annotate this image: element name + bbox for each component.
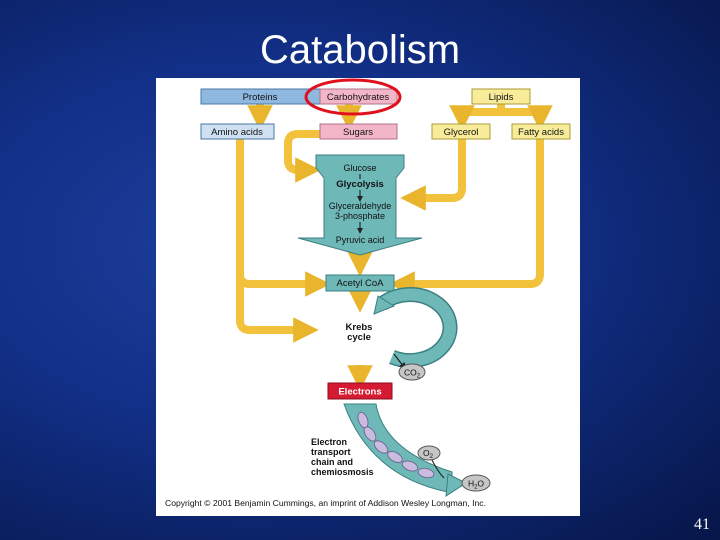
etc-label-line3: chain and	[311, 457, 353, 467]
o2-label: O	[423, 448, 430, 458]
arrow-fatty-to-acetyl	[389, 139, 544, 297]
lipids-label: Lipids	[489, 92, 514, 103]
pyruvic-acid-label: Pyruvic acid	[336, 235, 385, 245]
electron-transport-chain: Electron transport chain and chemiosmosi…	[311, 403, 468, 497]
arrow-amino-trunk	[236, 139, 319, 343]
vesicle	[417, 467, 435, 479]
fatty-acids-label: Fatty acids	[518, 127, 564, 138]
acetyl-coa-box: Acetyl CoA	[325, 274, 395, 292]
h2o-label: H	[468, 479, 474, 489]
page-number: 41	[694, 516, 710, 533]
proteins-box: Proteins	[200, 88, 321, 105]
arrow-sugars-to-glucose	[284, 130, 335, 183]
sugars-label: Sugars	[343, 127, 373, 138]
krebs-label-line1: Krebs	[346, 322, 373, 333]
arrow-amino-to-acetyl	[236, 271, 331, 297]
glycolysis-label: Glycolysis	[336, 179, 384, 190]
vesicle	[387, 451, 403, 463]
krebs-cycle: Krebs cycle	[346, 287, 458, 370]
co2-subscript: 2	[417, 374, 421, 380]
glycolysis-block: Glucose Glycolysis Glyceraldehyde 3-phos…	[297, 154, 423, 256]
etc-label-line2: transport	[311, 447, 351, 457]
slide-title: Catabolism	[259, 28, 461, 72]
h2o-label-end: O	[477, 479, 484, 489]
o2-bubble: O2	[417, 445, 445, 479]
krebs-label-line2: cycle	[347, 332, 371, 343]
catabolism-figure: Proteins Carbohydrates Lipids Amino acid…	[156, 78, 580, 516]
svg-text:O2: O2	[423, 448, 434, 460]
co2-label: CO	[404, 368, 417, 378]
catabolism-diagram: Proteins Carbohydrates Lipids Amino acid…	[165, 78, 571, 508]
h2o-subscript: 2	[474, 485, 478, 491]
carbohydrates-highlight-circle	[304, 78, 402, 116]
acetyl-coa-label: Acetyl CoA	[337, 278, 385, 289]
copyright-text: Copyright © 2001 Benjamin Cummings, an i…	[165, 498, 486, 508]
amino-acids-label: Amino acids	[211, 127, 263, 138]
glycerol-box: Glycerol	[431, 123, 491, 140]
carbohydrates-box: Carbohydrates	[319, 88, 398, 105]
g3p-label-line2: 3-phosphate	[335, 211, 385, 221]
etc-label-line1: Electron	[311, 437, 347, 447]
carbohydrates-label: Carbohydrates	[327, 92, 390, 103]
amino-acids-box: Amino acids	[200, 123, 275, 140]
glycerol-label: Glycerol	[444, 127, 479, 138]
proteins-label: Proteins	[243, 92, 278, 103]
arrow-lipids-split	[461, 104, 541, 116]
fatty-acids-box: Fatty acids	[511, 123, 571, 140]
vesicle	[363, 426, 377, 442]
electrons-label: Electrons	[338, 387, 381, 398]
h2o-bubble: H2O	[461, 474, 491, 492]
lipids-box: Lipids	[471, 88, 531, 105]
etc-label-line4: chemiosmosis	[311, 467, 374, 477]
o2-subscript: 2	[430, 454, 434, 460]
svg-text:CO2: CO2	[404, 368, 421, 380]
electrons-box: Electrons	[327, 382, 393, 400]
sugars-box: Sugars	[319, 123, 398, 140]
arrow-glycerol-to-g3p	[400, 139, 466, 211]
vesicle	[373, 440, 389, 454]
glucose-label: Glucose	[343, 163, 376, 173]
vesicle	[401, 460, 419, 472]
co2-bubble: CO2	[398, 363, 426, 381]
g3p-label-line1: Glyceraldehyde	[329, 201, 392, 211]
svg-text:H2O: H2O	[468, 479, 484, 491]
